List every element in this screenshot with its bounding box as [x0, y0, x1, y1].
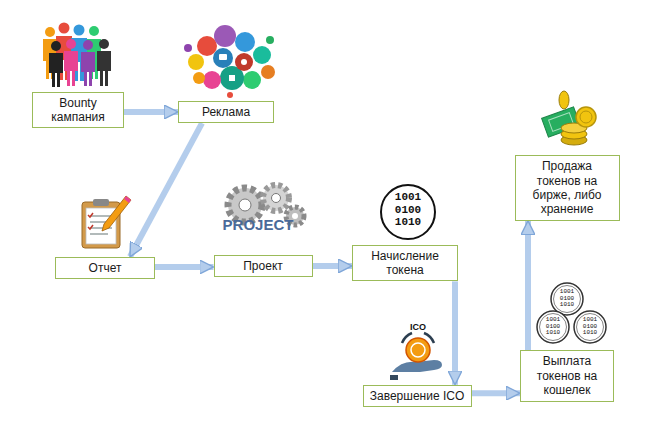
box-label: Проект [220, 259, 307, 273]
token-coins-icon-part [537, 311, 569, 343]
people-icon-part-part [49, 53, 63, 87]
box-label: Продажа токенов на бирже, либо хранение [521, 159, 614, 217]
box-label: Bounty кампания [38, 96, 118, 125]
box-label: Выплата токенов на кошелек [526, 354, 608, 397]
people-icon-part-part [83, 40, 93, 50]
advert-cloud-icon-part [193, 72, 205, 84]
flow-arrow [124, 109, 178, 115]
people-icon-part-part [66, 39, 76, 49]
box-label: Отчет [61, 261, 149, 275]
people-icon-part-part [64, 51, 78, 86]
people-icon-part-part [89, 26, 99, 36]
advert-cloud-icon-part [227, 92, 233, 98]
flow-arrow [452, 281, 458, 384]
clipboard-icon-part-part [88, 213, 93, 217]
advert-cloud-icon-part [266, 36, 274, 44]
advert-cloud-icon [184, 25, 275, 98]
clipboard-icon-part [82, 202, 120, 248]
process-box: Продажа токенов на бирже, либо хранение [515, 155, 620, 221]
ico-icon-part [424, 333, 434, 343]
process-box: Завершение ICO [363, 385, 472, 407]
people-icon-part-part [99, 39, 109, 49]
image-caption: PROJECT [213, 217, 303, 234]
people-icon-part-part [97, 51, 111, 86]
flow-arrow [155, 264, 214, 270]
advert-cloud-icon-part [214, 25, 236, 47]
clipboard-icon-part-part [90, 215, 112, 216]
people-icon-part [81, 40, 95, 86]
money-icon-part [576, 107, 596, 127]
ico-icon-part [411, 343, 425, 357]
flow-arrow [525, 221, 531, 351]
token-coins-icon-part [574, 311, 606, 343]
people-icon-part [97, 39, 111, 86]
clipboard-icon-part [86, 208, 116, 244]
process-box: Выплата токенов на кошелек [520, 350, 614, 401]
money-icon-part [559, 91, 569, 109]
flow-arrow [313, 263, 353, 269]
ico-icon-part [406, 338, 430, 362]
clipboard-icon-part [102, 196, 131, 231]
icon-text: 1001 0100 1010 [542, 317, 564, 337]
box-label: Завершение ICO [369, 389, 466, 403]
advert-cloud-icon-part [188, 54, 204, 70]
people-icon-part-part [45, 27, 55, 37]
process-box: Проект [214, 255, 313, 277]
clipboard-icon [82, 196, 131, 248]
clipboard-icon-part [88, 213, 93, 229]
advert-cloud-icon-part [235, 53, 253, 71]
advert-cloud-icon-part [235, 32, 255, 52]
people-icon-part-part [51, 41, 61, 51]
ico-icon-part [390, 375, 398, 380]
money-icon-part [580, 111, 592, 123]
gears-icon-part [272, 194, 281, 203]
advert-cloud-icon-part [261, 65, 275, 79]
token-coins-icon [537, 283, 606, 343]
ico-icon-part [402, 333, 412, 343]
process-box: Отчет [55, 257, 155, 279]
advert-cloud-icon-part [243, 71, 261, 89]
people-icon-part [49, 41, 63, 87]
box-label: Реклама [184, 105, 268, 119]
advert-cloud-icon-part [219, 54, 227, 60]
advert-cloud-icon-part [184, 44, 192, 52]
icon-text: 1001 0100 1010 [388, 191, 428, 229]
clipboard-icon-part [124, 196, 131, 203]
advert-cloud-icon-part [203, 71, 221, 89]
advert-cloud-icon-part [253, 46, 271, 64]
people-icon [43, 23, 111, 88]
binary-icon [381, 185, 435, 239]
token-coins-icon-part [551, 283, 583, 315]
process-box: Начисление токена [352, 245, 458, 282]
process-box: Bounty кампания [32, 92, 124, 129]
people-icon-part-part [81, 52, 95, 86]
clipboard-icon-part [93, 199, 109, 206]
flow-arrow [130, 123, 202, 257]
gears-icon-part [263, 185, 289, 211]
token-coins-icon-part [554, 286, 581, 313]
advert-cloud-icon-part [229, 75, 235, 81]
clipboard-icon-part-part [90, 233, 108, 234]
icon-text: 1001 0100 1010 [579, 317, 601, 337]
advert-cloud-icon-part [241, 59, 247, 65]
binary-icon-part [381, 185, 435, 239]
icon-text: ICO [403, 323, 433, 333]
people-icon-part-part [59, 23, 70, 34]
advert-cloud-icon-part [197, 36, 217, 56]
advert-cloud-icon-part [213, 48, 233, 68]
token-coins-icon-part [577, 314, 604, 341]
clipboard-icon-part-part [88, 225, 93, 229]
box-label: Начисление токена [358, 249, 452, 278]
gears-icon-part [239, 199, 251, 211]
people-icon-part [64, 39, 78, 86]
people-icon-part-part [74, 25, 85, 36]
icon-text: 1001 0100 1010 [556, 289, 578, 309]
flow-arrow [472, 390, 521, 396]
process-box: Реклама [178, 101, 274, 123]
ico-icon [390, 333, 442, 380]
token-coins-icon-part [540, 314, 567, 341]
money-icon [542, 91, 596, 145]
